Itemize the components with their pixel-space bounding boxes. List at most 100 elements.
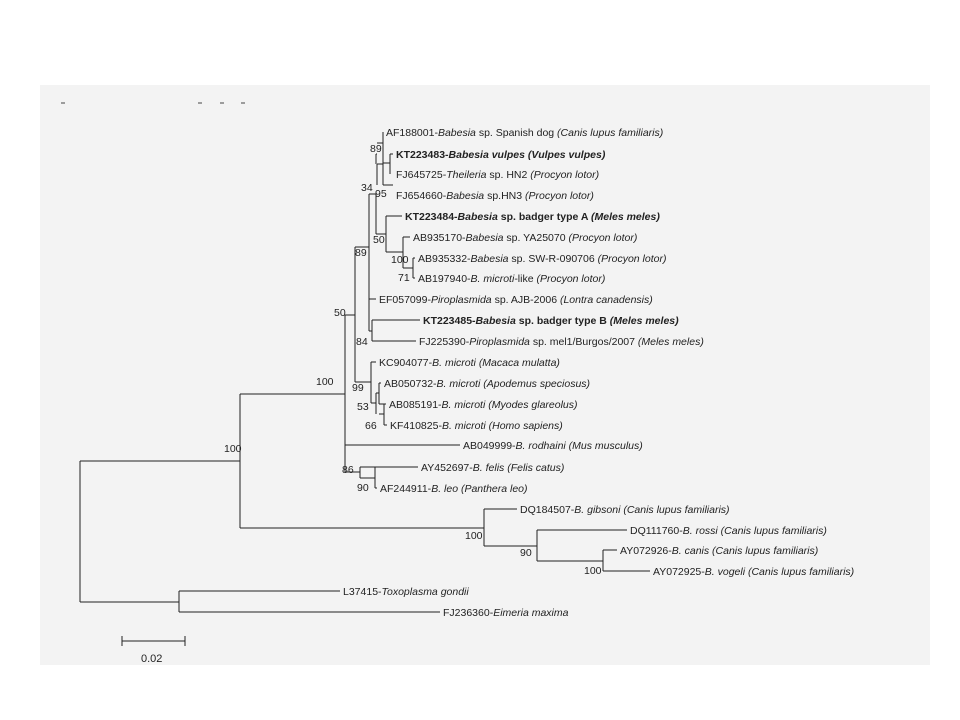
bootstrap-b99: 99 — [352, 382, 364, 394]
tip-host: (Meles meles) — [638, 336, 704, 348]
bootstrap-b71: 71 — [398, 272, 410, 284]
tip-label-t4: FJ654660-Babesia sp.HN3 (Procyon lotor) — [396, 190, 594, 202]
tip-descriptor: sp. AJB-2006 — [492, 294, 560, 306]
tip-accession: KT223483- — [396, 149, 449, 161]
tip-descriptor: sp. YA25070 — [504, 232, 569, 244]
tip-species: Babesia — [471, 253, 509, 265]
tip-species: B. microti — [437, 378, 481, 390]
tip-descriptor: sp. HN2 — [486, 169, 530, 181]
tip-species: B. rossi — [683, 525, 719, 537]
scale-bar: 0.02 — [121, 636, 186, 665]
tip-host: (Panthera leo) — [461, 483, 528, 495]
tip-accession: AB935332- — [418, 253, 471, 265]
tip-accession: L37415- — [343, 586, 382, 598]
tip-species: Babesia — [446, 190, 484, 202]
tip-host: (Procyon lotor) — [536, 273, 605, 285]
tip-host: (Canis lupus familiaris) — [721, 525, 827, 537]
tip-label-t8: AB197940-B. microti-like (Procyon lotor) — [418, 273, 605, 285]
tip-species: Babesia vulpes — [449, 149, 526, 161]
tip-host: (Vulpes vulpes) — [528, 149, 606, 161]
tip-descriptor: -like — [514, 273, 536, 285]
bootstrap-b100c: 100 — [224, 443, 242, 455]
tip-label-t11: FJ225390-Piroplasmida sp. mel1/Burgos/20… — [419, 336, 704, 348]
bootstrap-b90b: 90 — [520, 547, 532, 559]
tip-species: B. felis — [473, 462, 505, 474]
tip-descriptor: sp. badger type B — [516, 315, 610, 327]
tip-label-t17: AY452697-B. felis (Felis catus) — [421, 462, 564, 474]
tip-host: (Procyon lotor) — [530, 169, 599, 181]
bootstrap-b95: 95 — [375, 188, 387, 200]
bootstrap-values: 8995345010071895084995366100869010010090… — [224, 143, 602, 577]
bootstrap-b100e: 100 — [584, 565, 602, 577]
tip-host: (Macaca mulatta) — [479, 357, 560, 369]
tip-host: (Canis lupus familiaris) — [748, 566, 854, 578]
tip-descriptor: sp. Spanish dog — [476, 127, 557, 139]
tip-host: (Canis lupus familiaris) — [623, 504, 729, 516]
bootstrap-b84: 84 — [356, 336, 368, 348]
tip-label-t2: KT223483-Babesia vulpes (Vulpes vulpes) — [396, 149, 606, 161]
tip-accession: AY452697- — [421, 462, 473, 474]
tip-accession: AY072925- — [653, 566, 705, 578]
tip-host: (Meles meles) — [610, 315, 679, 327]
tip-species: B. microti — [432, 357, 476, 369]
tip-accession: FJ645725- — [396, 169, 447, 181]
tip-accession: DQ184507- — [520, 504, 575, 516]
tip-host: (Lontra canadensis) — [560, 294, 653, 306]
tip-host: (Canis lupus familiaris) — [557, 127, 663, 139]
tip-label-t6: AB935170-Babesia sp. YA25070 (Procyon lo… — [413, 232, 637, 244]
tip-label-t9: EF057099-Piroplasmida sp. AJB-2006 (Lont… — [379, 294, 653, 306]
tip-label-t19: DQ184507-B. gibsoni (Canis lupus familia… — [520, 504, 730, 516]
tip-accession: AB085191- — [389, 399, 442, 411]
tip-species: Toxoplasma gondii — [382, 586, 470, 598]
bootstrap-b50b: 50 — [334, 307, 346, 319]
tip-label-t21: AY072926-B. canis (Canis lupus familiari… — [620, 545, 818, 557]
tip-label-t1: AF188001-Babesia sp. Spanish dog (Canis … — [386, 127, 663, 139]
tree-tip-labels: AF188001-Babesia sp. Spanish dog (Canis … — [343, 127, 854, 619]
tip-host: (Felis catus) — [507, 462, 564, 474]
tip-accession: AY072926- — [620, 545, 672, 557]
bootstrap-b50a: 50 — [373, 234, 385, 246]
tip-accession: AB049999- — [463, 440, 516, 452]
bootstrap-b100a: 100 — [391, 254, 409, 266]
tip-accession: KC904077- — [379, 357, 433, 369]
bootstrap-b89b: 89 — [355, 247, 367, 259]
bootstrap-b100b: 100 — [316, 376, 334, 388]
tip-accession: KT223484- — [405, 211, 458, 223]
tip-species: B. canis — [672, 545, 710, 557]
tip-accession: KF410825- — [390, 420, 442, 432]
tip-label-t23: L37415-Toxoplasma gondii — [343, 586, 469, 598]
tip-label-t10: KT223485-Babesia sp. badger type B (Mele… — [423, 315, 679, 327]
tree-branches — [79, 132, 650, 613]
bootstrap-b90a: 90 — [357, 482, 369, 494]
tip-species: B. microti — [471, 273, 515, 285]
bootstrap-b100d: 100 — [465, 530, 483, 542]
tip-host: (Homo sapiens) — [489, 420, 563, 432]
tip-species: Babesia — [466, 232, 504, 244]
tip-accession: EF057099- — [379, 294, 431, 306]
tip-host: (Meles meles) — [591, 211, 660, 223]
tip-host: (Procyon lotor) — [569, 232, 638, 244]
tip-species: Theileria — [446, 169, 486, 181]
scale-bar-label: 0.02 — [141, 653, 162, 665]
tip-descriptor: sp. badger type A — [498, 211, 591, 223]
tip-species: B. microti — [442, 399, 486, 411]
tip-label-t15: KF410825-B. microti (Homo sapiens) — [390, 420, 563, 432]
tip-label-t7: AB935332-Babesia sp. SW-R-090706 (Procyo… — [418, 253, 666, 265]
tip-host: (Procyon lotor) — [525, 190, 594, 202]
tip-host: (Mus musculus) — [569, 440, 643, 452]
bootstrap-b86: 86 — [342, 464, 354, 476]
tip-host: (Myodes glareolus) — [488, 399, 577, 411]
bootstrap-b34: 34 — [361, 182, 373, 194]
tip-species: Piroplasmida — [431, 294, 492, 306]
tip-accession: FJ225390- — [419, 336, 470, 348]
tip-accession: AB935170- — [413, 232, 466, 244]
tip-host: (Procyon lotor) — [598, 253, 667, 265]
tip-label-t12: KC904077-B. microti (Macaca mulatta) — [379, 357, 560, 369]
tip-accession: FJ654660- — [396, 190, 447, 202]
tip-accession: KT223485- — [423, 315, 476, 327]
tip-label-t13: AB050732-B. microti (Apodemus speciosus) — [384, 378, 590, 390]
figure-panel — [40, 85, 930, 665]
tip-label-t20: DQ111760-B. rossi (Canis lupus familiari… — [630, 525, 827, 537]
bootstrap-b53: 53 — [357, 401, 369, 413]
